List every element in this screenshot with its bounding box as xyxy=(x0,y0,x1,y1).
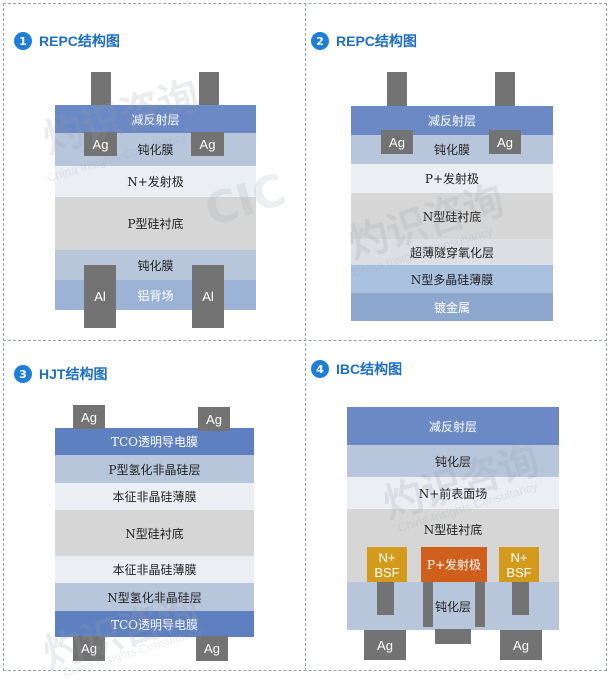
ag-contact: Ag xyxy=(364,630,406,660)
layer-passivation-front: 钝化层 xyxy=(347,445,559,477)
al-contact: Al xyxy=(192,265,224,328)
title-text: REPC结构图 xyxy=(39,33,120,49)
contact-stem xyxy=(512,582,529,615)
panel-title: 3 HJT结构图 xyxy=(14,364,107,384)
ag-finger-stem xyxy=(495,72,515,107)
layer-n-substrate: N型硅衬底 xyxy=(347,509,559,549)
ag-contact: Ag xyxy=(191,132,224,156)
layer-anti-reflection: 减反射层 xyxy=(55,105,256,133)
layer-n-substrate: N型硅衬底 xyxy=(55,510,254,556)
region-label: BSF xyxy=(374,564,400,580)
layer-n-a-si: N型氢化非晶硅层 xyxy=(55,583,254,611)
contact-stem xyxy=(475,582,485,627)
ag-contact: Ag xyxy=(84,132,117,156)
contact-stem xyxy=(423,582,433,627)
ag-contact: Ag xyxy=(489,130,521,154)
layer-n-emitter: N+发射极 xyxy=(55,166,256,197)
layer-metal: 镀金属 xyxy=(351,293,553,321)
region-label: N+ xyxy=(510,549,528,565)
ag-finger-stem xyxy=(199,72,219,107)
horizontal-divider xyxy=(3,340,607,341)
ag-contact-top: Ag xyxy=(198,407,230,431)
panel-title: 2 REPC结构图 xyxy=(311,31,417,51)
ag-finger-stem xyxy=(91,72,111,107)
ag-contact-bottom: Ag xyxy=(73,636,105,661)
panel-title: 1 REPC结构图 xyxy=(14,31,120,51)
panel-title: 4 IBC结构图 xyxy=(311,359,402,379)
contact-stem xyxy=(377,582,394,615)
ag-contact: Ag xyxy=(500,630,542,660)
number-badge: 1 xyxy=(14,32,32,50)
region-label: BSF xyxy=(506,564,532,580)
layer-n-substrate: N型硅衬底 xyxy=(351,193,553,239)
region-label: N+ xyxy=(378,549,396,565)
title-text: HJT结构图 xyxy=(39,366,108,382)
layer-tunnel-oxide: 超薄隧穿氧化层 xyxy=(351,239,553,265)
p-emitter-region: P+发射极 xyxy=(421,547,487,582)
title-text: IBC结构图 xyxy=(336,361,403,377)
layer-n-fsf: N+前表面场 xyxy=(347,477,559,509)
layer-tco-front: TCO透明导电膜 xyxy=(55,428,254,455)
emitter-contact xyxy=(435,629,471,644)
ag-contact: Ag xyxy=(381,130,413,154)
layer-intrinsic-rear: 本征非晶硅薄膜 xyxy=(55,556,254,583)
ag-finger-stem xyxy=(387,72,407,107)
n-bsf-region: N+ BSF xyxy=(367,547,407,582)
title-text: REPC结构图 xyxy=(336,33,417,49)
layer-anti-reflection: 减反射层 xyxy=(347,407,559,445)
ag-contact-top: Ag xyxy=(73,405,105,429)
number-badge: 3 xyxy=(14,365,32,383)
layer-n-poly: N型多晶硅薄膜 xyxy=(351,265,553,293)
vertical-divider xyxy=(305,3,306,671)
al-contact: Al xyxy=(84,265,116,328)
layer-tco-rear: TCO透明导电膜 xyxy=(55,611,254,637)
number-badge: 4 xyxy=(311,360,329,378)
ag-contact-bottom: Ag xyxy=(196,636,228,661)
layer-intrinsic-front: 本征非晶硅薄膜 xyxy=(55,483,254,510)
layer-p-substrate: P型硅衬底 xyxy=(55,197,256,250)
n-bsf-region: N+ BSF xyxy=(499,547,539,582)
number-badge: 2 xyxy=(311,32,329,50)
layer-p-a-si: P型氢化非晶硅层 xyxy=(55,455,254,483)
layer-p-emitter: P+发射极 xyxy=(351,164,553,193)
